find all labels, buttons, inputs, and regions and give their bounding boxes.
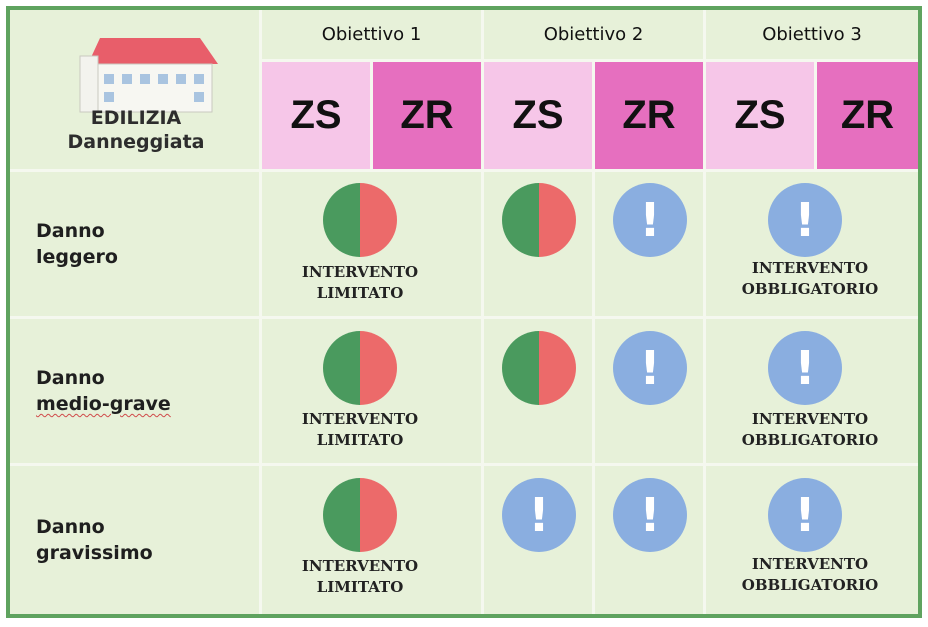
caption-intervento-limitato: INTERVENTO LIMITATO	[301, 557, 419, 596]
zone-header-zs: ZS	[484, 62, 595, 172]
table-frame: EDILIZIA Danneggiata Obiettivo 1 Obietti…	[6, 6, 922, 618]
zone-header-zr: ZR	[595, 62, 706, 172]
exclamation-circle-icon: !	[768, 183, 842, 257]
row1-objective-2-zr-cell: !	[595, 172, 706, 319]
row-label-line2: medio-grave	[36, 393, 171, 415]
green-red-half-circle-icon	[502, 331, 576, 405]
zone-header-zr: ZR	[373, 62, 484, 172]
corner-title: EDILIZIA	[90, 107, 182, 129]
row2-objective-2-zs-cell	[484, 319, 595, 466]
exclamation-circle-icon: !	[613, 478, 687, 552]
caption-intervento-limitato: INTERVENTO LIMITATO	[301, 263, 419, 302]
row2-objective-3-cell: ! INTERVENTO OBBLIGATORIO	[706, 319, 918, 466]
row-label-medio-grave: Danno medio-grave	[10, 319, 262, 466]
row-label-leggero: Danno leggero	[10, 172, 262, 319]
exclamation-circle-icon: !	[768, 331, 842, 405]
house-icon	[79, 38, 218, 113]
caption-intervento-obbligatorio: INTERVENTO OBBLIGATORIO	[741, 555, 879, 594]
zone-header-zs: ZS	[262, 62, 373, 172]
caption-intervento-obbligatorio: INTERVENTO OBBLIGATORIO	[741, 410, 879, 449]
zone-header-zs: ZS	[706, 62, 817, 172]
row3-objective-2-zs-cell: !	[484, 466, 595, 614]
exclamation-circle-icon: !	[768, 478, 842, 552]
objective-2-header: Obiettivo 2	[484, 10, 706, 62]
row-label-line2: leggero	[36, 246, 118, 268]
green-red-half-circle-icon	[502, 183, 576, 257]
caption-intervento-obbligatorio: INTERVENTO OBBLIGATORIO	[741, 259, 879, 298]
row3-objective-1-cell: INTERVENTO LIMITATO	[262, 466, 484, 614]
row1-objective-2-zs-cell	[484, 172, 595, 319]
objective-3-header: Obiettivo 3	[706, 10, 918, 62]
corner-cell: EDILIZIA Danneggiata	[10, 10, 262, 172]
intervention-matrix: EDILIZIA Danneggiata Obiettivo 1 Obietti…	[10, 10, 918, 614]
corner-label: EDILIZIA Danneggiata	[10, 106, 262, 154]
row3-objective-2-zr-cell: !	[595, 466, 706, 614]
green-red-half-circle-icon	[323, 183, 397, 257]
row2-objective-2-zr-cell: !	[595, 319, 706, 466]
row-label-line1: Danno	[36, 516, 105, 538]
exclamation-circle-icon: !	[613, 331, 687, 405]
zone-header-zr: ZR	[817, 62, 918, 172]
row1-objective-1-cell: INTERVENTO LIMITATO	[262, 172, 484, 319]
exclamation-circle-icon: !	[613, 183, 687, 257]
row3-objective-3-cell: ! INTERVENTO OBBLIGATORIO	[706, 466, 918, 614]
row-label-line1: Danno	[36, 220, 105, 242]
green-red-half-circle-icon	[323, 478, 397, 552]
caption-intervento-limitato: INTERVENTO LIMITATO	[301, 410, 419, 449]
exclamation-circle-icon: !	[502, 478, 576, 552]
corner-subtitle: Danneggiata	[67, 131, 205, 153]
row-label-line2: gravissimo	[36, 542, 153, 564]
row1-objective-3-cell: ! INTERVENTO OBBLIGATORIO	[706, 172, 918, 319]
green-red-half-circle-icon	[323, 331, 397, 405]
row2-objective-1-cell: INTERVENTO LIMITATO	[262, 319, 484, 466]
objective-1-header: Obiettivo 1	[262, 10, 484, 62]
row-label-gravissimo: Danno gravissimo	[10, 466, 262, 614]
row-label-line1: Danno	[36, 367, 105, 389]
